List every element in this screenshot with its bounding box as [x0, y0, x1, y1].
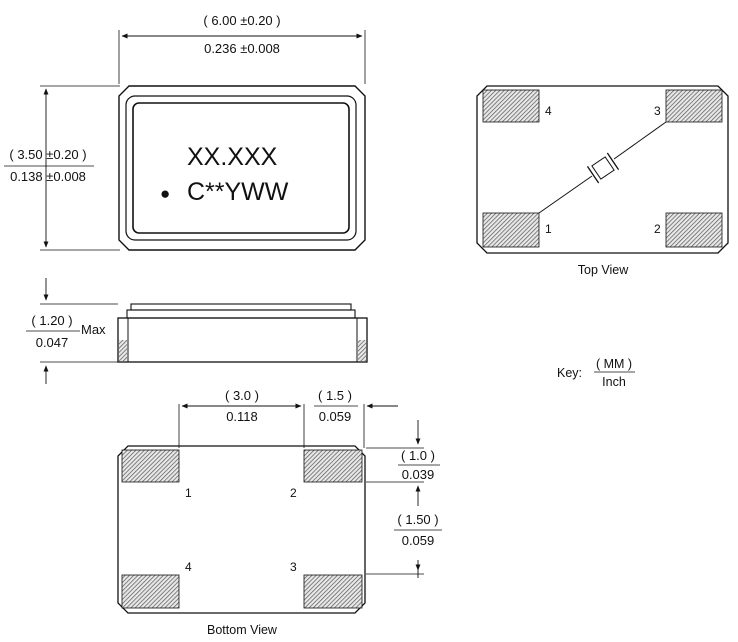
- pad-height-dim-inch: 0.039: [402, 467, 435, 482]
- package-side-view: [40, 278, 368, 384]
- bottom-view-pin1: 1: [185, 486, 192, 500]
- pad-width-dim-mm: ( 1.5 ): [318, 388, 352, 403]
- top-view-pin4: 4: [545, 104, 552, 118]
- marking-frequency: XX.XXX: [187, 143, 278, 171]
- top-view-pin1: 1: [545, 222, 552, 236]
- bottom-view-pin2: 2: [290, 486, 297, 500]
- package-top-outline: [40, 30, 366, 251]
- top-view-caption: Top View: [578, 263, 629, 277]
- height-dim-mm: ( 3.50 ±0.20 ): [9, 147, 86, 162]
- key-inch: Inch: [602, 375, 626, 389]
- bottom-view-caption: Bottom View: [207, 623, 278, 637]
- height-dim-inch: 0.138 ±0.008: [10, 169, 86, 184]
- package-bottom-view: [117, 403, 424, 614]
- thickness-dim-mm: ( 1.20 ): [31, 313, 72, 328]
- thickness-dim-inch: 0.047: [36, 335, 69, 350]
- width-dim-mm: ( 6.00 ±0.20 ): [203, 13, 280, 28]
- pad-height-dim-mm: ( 1.0 ): [401, 448, 435, 463]
- pad-gap-dim-mm: ( 1.50 ): [397, 512, 438, 527]
- bottom-view-pin3: 3: [290, 560, 297, 574]
- pad-gap-dim-inch: 0.059: [402, 533, 435, 548]
- bottom-view-pin4: 4: [185, 560, 192, 574]
- pitch-dim-mm: ( 3.0 ): [225, 388, 259, 403]
- pad-width-dim-inch: 0.059: [319, 409, 352, 424]
- crystal-icon: [538, 121, 667, 214]
- marking-code: C**YWW: [187, 178, 289, 206]
- package-top-view: [476, 85, 729, 254]
- pin1-dot-icon: ●: [160, 184, 170, 203]
- pitch-dim-inch: 0.118: [226, 409, 258, 424]
- thickness-dim-suffix: Max: [81, 322, 106, 337]
- top-view-pin3: 3: [654, 104, 661, 118]
- key-mm: ( MM ): [596, 357, 632, 371]
- width-dim-inch: 0.236 ±0.008: [204, 41, 280, 56]
- top-view-pin2: 2: [654, 222, 661, 236]
- key-label: Key:: [557, 366, 582, 380]
